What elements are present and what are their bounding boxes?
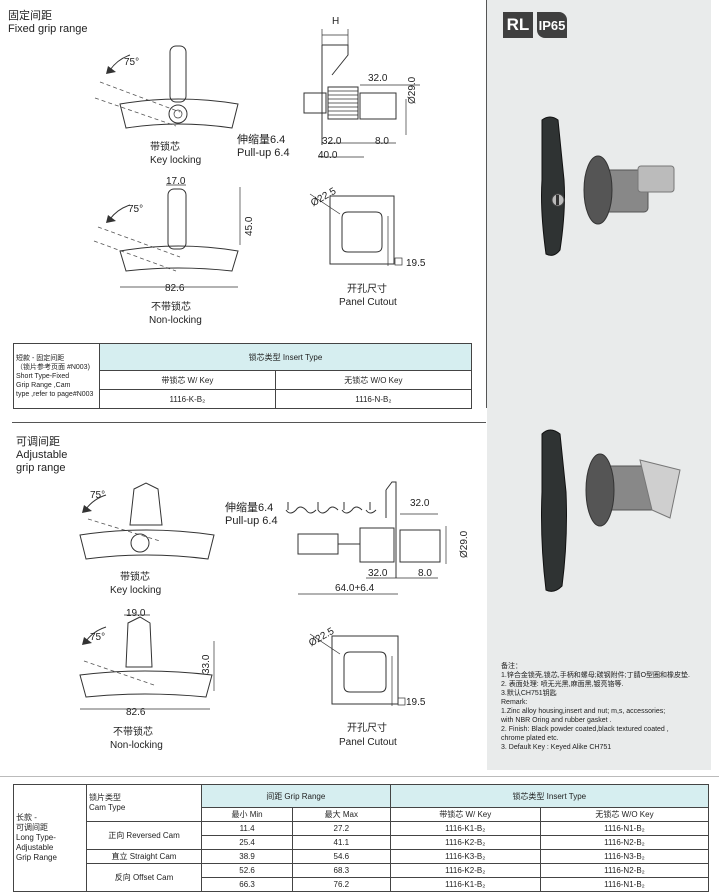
handle-drawing-non-locking-2 (79, 614, 215, 710)
dim-8: 8.0 (375, 136, 389, 147)
panel-cutout-drawing (309, 193, 403, 266)
pullup-cn: 伸缩量6.4 (237, 134, 286, 146)
cutout-cn-2: 开孔尺寸 (347, 723, 387, 734)
product-photo-panel (487, 0, 711, 770)
dim-195-2: 19.5 (406, 697, 426, 708)
non-locking-cn: 不带锁芯 (151, 302, 191, 313)
cam-offset: 反向 Offset Cam (86, 863, 202, 892)
dim-32: 32.0 (368, 73, 388, 84)
remark-line: chrome plated etc. (501, 735, 559, 742)
dim-82: 82.6 (165, 283, 185, 294)
min-header: 最小 Min (200, 807, 294, 822)
adjustable-grip-table: 长款 - 可调间距 Long Type- Adjustable Grip Ran… (13, 784, 710, 892)
remark-line: 2. 表面处理: 喷无光黑,麻面黑,镀亮铬等. (501, 681, 624, 688)
table-row: 直立 Straight Cam 38.9 54.6 1116-K3-B₂ 111… (14, 849, 710, 864)
fixed-grip-table: 短款 - 固定间距 （锁片参考页面 #N003) Short Type-Fixe… (13, 343, 473, 409)
table1-left-label: 短款 - 固定间距 （锁片参考页面 #N003) Short Type-Fixe… (13, 343, 100, 409)
key-locking-cn: 带锁芯 (150, 142, 180, 153)
dim-33: 33.0 (201, 654, 212, 674)
section2-title-en1: Adjustable (16, 449, 68, 461)
key-locking-en-2: Key locking (110, 585, 162, 596)
grip-range-header: 间距 Grip Range (201, 784, 391, 808)
pullup-en: Pull-up 6.4 (237, 147, 290, 159)
dim-29: Ø29.0 (407, 76, 418, 104)
non-locking-cn-2: 不带锁芯 (113, 727, 153, 738)
handle-drawing-key-locking (94, 45, 239, 129)
vertical-divider (486, 0, 487, 408)
bottom-divider (0, 776, 719, 777)
angle-label: 75° (90, 632, 106, 643)
code-k: 1116-K-B₂ (99, 389, 276, 409)
remark-line: 备注： (501, 663, 522, 670)
table-row: 66.3 76.2 1116-K1-B₂ 1116-N1-B₂ (14, 877, 710, 892)
dim-45: 45.0 (244, 216, 255, 236)
dim-8-2: 8.0 (418, 568, 432, 579)
dim-32b: 32.0 (322, 136, 342, 147)
non-locking-en-2: Non-locking (110, 740, 163, 751)
wo-key-header: 无锁芯 W/O Key (274, 370, 473, 390)
ip65-badge: IP65 (537, 12, 567, 38)
cam-type-header: 锁片类型 Cam Type (86, 784, 202, 822)
insert-type-header-2: 锁芯类型 Insert Type (389, 784, 710, 808)
section1-title-cn: 固定间距 (8, 10, 52, 22)
remarks-block: 备注： 1.锌合金锁壳,锁芯,手柄和螺母;碳钢附件;丁腈O型圈和橡皮垫. 2. … (501, 662, 690, 752)
insert-type-header: 锁芯类型 Insert Type (99, 343, 472, 371)
remark-line: with NBR Oring and rubber gasket . (501, 717, 612, 724)
dim-195: 19.5 (406, 258, 426, 269)
cam-straight: 直立 Straight Cam (86, 849, 202, 864)
cutout-en-2: Panel Cutout (339, 737, 397, 748)
table-row: 25.4 41.1 1116-K2-B₂ 1116-N2-B₂ (14, 835, 710, 850)
code-n: 1116-N-B₂ (274, 389, 473, 409)
dim-32-2: 32.0 (410, 498, 430, 509)
side-view-adjustable (285, 481, 447, 595)
cutout-cn: 开孔尺寸 (347, 284, 387, 295)
w-key-header: 带锁芯 W/ Key (99, 370, 276, 390)
w-key-header-2: 带锁芯 W/ Key (389, 807, 541, 822)
angle-label: 75° (128, 204, 144, 215)
key-locking-cn-2: 带锁芯 (120, 572, 150, 583)
dim-h: H (332, 16, 340, 27)
rl-badge: RL (503, 12, 533, 38)
remark-line: 1.Zinc alloy housing,insert and nut; m,s… (501, 708, 666, 715)
pullup-cn-2: 伸缩量6.4 (225, 502, 274, 514)
section-divider (12, 422, 486, 423)
dim-64: 64.0+6.4 (335, 583, 375, 594)
remark-line: 2. Finish: Black powder coated,black tex… (501, 726, 669, 733)
remark-line: 1.锌合金锁壳,锁芯,手柄和螺母;碳钢附件;丁腈O型圈和橡皮垫. (501, 672, 691, 679)
table-row: 正向 Reversed Cam 11.4 27.2 1116-K1-B₂ 111… (14, 821, 710, 850)
table-row: 反向 Offset Cam 52.6 68.3 1116-K2-B₂ 1116-… (14, 863, 710, 892)
angle-label: 75° (90, 490, 106, 501)
dim-32b-2: 32.0 (368, 568, 388, 579)
dim-29-2: Ø29.0 (459, 530, 470, 558)
dim-82-2: 82.6 (126, 707, 146, 718)
key-locking-en: Key locking (150, 155, 202, 166)
cutout-en: Panel Cutout (339, 297, 397, 308)
wo-key-header-2: 无锁芯 W/O Key (539, 807, 710, 822)
product-photo-adjustable (541, 429, 681, 592)
dim-40: 40.0 (318, 150, 338, 161)
table2-left-label: 长款 - 可调间距 Long Type- Adjustable Grip Ran… (13, 784, 87, 892)
max-header: 最大 Max (292, 807, 391, 822)
cam-reversed: 正向 Reversed Cam (86, 821, 202, 850)
dim-19: 19.0 (126, 608, 146, 619)
dim-17: 17.0 (166, 176, 186, 187)
remark-line: Remark: (501, 699, 528, 706)
side-view-fixed (303, 29, 420, 158)
angle-label: 75° (124, 57, 140, 68)
handle-drawing-non-locking (93, 184, 241, 288)
product-photo-fixed (541, 116, 675, 256)
remark-line: 3.默认CH751钥匙 (501, 690, 557, 697)
section1-title-en: Fixed grip range (8, 23, 88, 35)
non-locking-en: Non-locking (149, 315, 202, 326)
pullup-en-2: Pull-up 6.4 (225, 515, 278, 527)
section2-title-en2: grip range (16, 462, 66, 474)
handle-drawing-key-locking-2 (79, 482, 215, 560)
section2-title-cn: 可调间距 (16, 436, 60, 448)
panel-cutout-drawing-2 (309, 633, 406, 706)
remark-line: 3. Default Key : Keyed Alike CH751 (501, 744, 612, 751)
